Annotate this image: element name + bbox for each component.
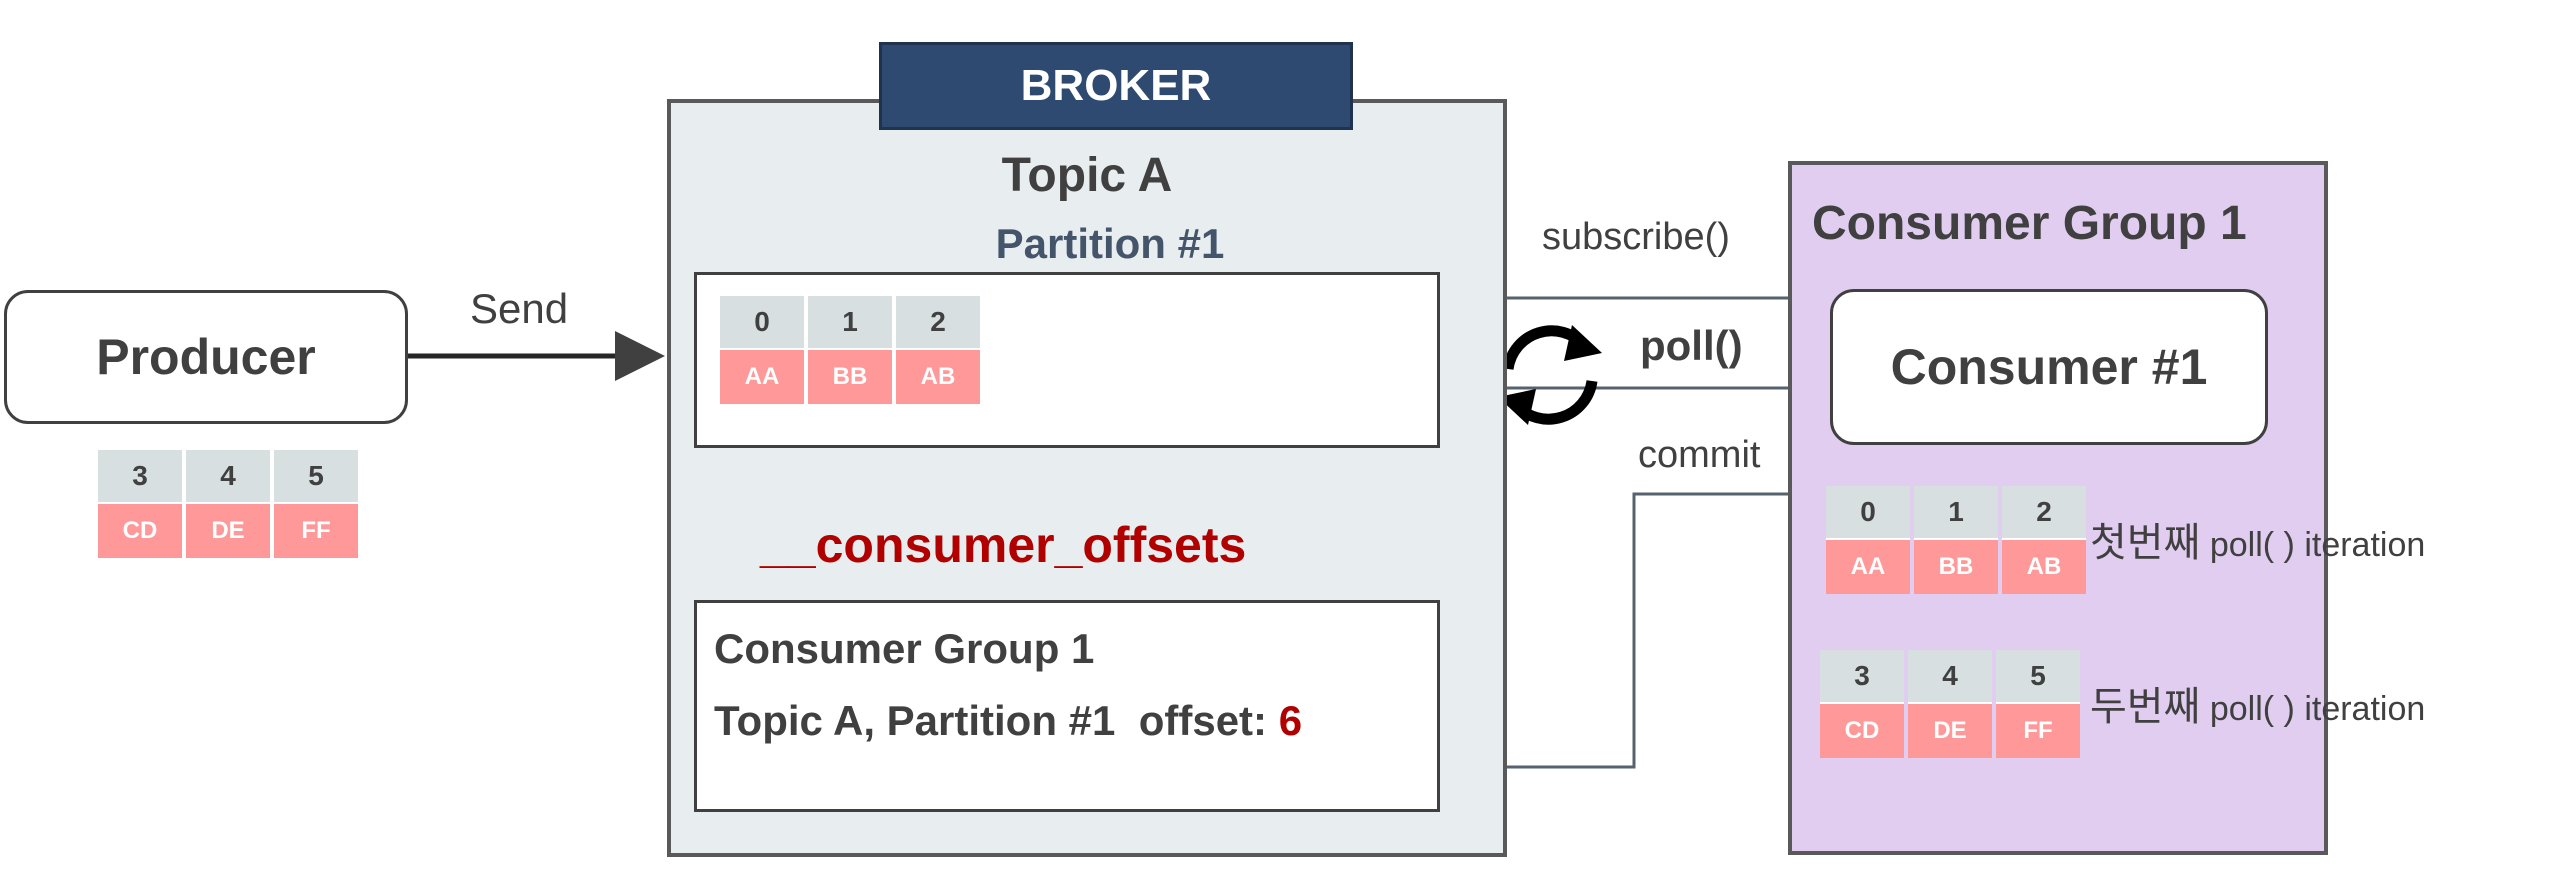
consumer-box: Consumer #1 — [1830, 289, 2268, 445]
message-block: 5 FF — [1996, 650, 2080, 758]
message-block: 0 AA — [720, 296, 804, 404]
message-value: AA — [1826, 538, 1910, 594]
subscribe-label: subscribe() — [1542, 216, 1730, 258]
message-block: 0 AA — [1826, 486, 1910, 594]
message-offset: 2 — [2002, 486, 2086, 538]
message-offset: 2 — [896, 296, 980, 348]
offsets-value: 6 — [1278, 697, 1303, 744]
topic-title: Topic A — [1001, 149, 1173, 202]
consumer-label: Consumer #1 — [1890, 339, 2208, 395]
commit-label: commit — [1638, 434, 1761, 476]
message-value: AB — [896, 348, 980, 404]
message-offset: 0 — [720, 296, 804, 348]
message-offset: 1 — [808, 296, 892, 348]
producer-box: Producer — [4, 290, 408, 424]
iteration-label-kr: 두번째 — [2090, 684, 2201, 730]
second-iteration-label: 두번째 poll( ) iteration — [2090, 674, 2425, 732]
broker-header: BROKER — [879, 42, 1353, 130]
second-poll-messages: 3 CD 4 DE 5 FF — [1820, 650, 2080, 758]
offsets-group-name: Consumer Group 1 — [714, 625, 1095, 672]
message-offset: 5 — [274, 450, 358, 502]
message-offset: 4 — [1908, 650, 1992, 702]
message-value: BB — [808, 348, 892, 404]
message-offset: 0 — [1826, 486, 1910, 538]
message-offset: 3 — [1820, 650, 1904, 702]
partition-message-log: 0 AA 1 BB 2 AB — [720, 296, 980, 404]
offsets-entry-label: Topic A, Partition #1 offset: — [714, 697, 1279, 744]
consumer-offsets-box — [694, 600, 1440, 812]
message-offset: 5 — [1996, 650, 2080, 702]
message-value: CD — [98, 502, 182, 558]
message-block: 2 AB — [896, 296, 980, 404]
first-iteration-label: 첫번째 poll( ) iteration — [2090, 510, 2425, 568]
commit-arrow — [1445, 492, 1800, 782]
message-offset: 3 — [98, 450, 182, 502]
offsets-entry: Topic A, Partition #1 offset: 6 — [714, 697, 1302, 745]
message-value: AA — [720, 348, 804, 404]
iteration-label-kr: 첫번째 — [2090, 520, 2201, 566]
message-block: 1 BB — [1914, 486, 1998, 594]
producer-label: Producer — [96, 329, 316, 385]
message-block: 3 CD — [1820, 650, 1904, 758]
broker-header-label: BROKER — [1020, 61, 1212, 110]
message-block: 1 BB — [808, 296, 892, 404]
message-block: 3 CD — [98, 450, 182, 558]
partition-title: Partition #1 — [995, 220, 1225, 267]
send-label: Send — [470, 285, 569, 332]
iteration-label-en: poll( ) iteration — [2200, 690, 2426, 728]
message-value: DE — [186, 502, 270, 558]
message-value: DE — [1908, 702, 1992, 758]
message-block: 4 DE — [186, 450, 270, 558]
message-block: 4 DE — [1908, 650, 1992, 758]
consumer-group-title: Consumer Group 1 — [1812, 197, 2247, 250]
consumer-offsets-title: __consumer_offsets — [760, 517, 1247, 573]
message-value: FF — [274, 502, 358, 558]
message-value: AB — [2002, 538, 2086, 594]
iteration-label-en: poll( ) iteration — [2200, 526, 2426, 564]
producer-message-queue: 3 CD 4 DE 5 FF — [98, 450, 358, 558]
message-value: CD — [1820, 702, 1904, 758]
first-poll-messages: 0 AA 1 BB 2 AB — [1826, 486, 2086, 594]
poll-label: poll() — [1640, 322, 1743, 369]
message-offset: 1 — [1914, 486, 1998, 538]
message-value: BB — [1914, 538, 1998, 594]
message-offset: 4 — [186, 450, 270, 502]
message-value: FF — [1996, 702, 2080, 758]
message-block: 2 AB — [2002, 486, 2086, 594]
refresh-cycle-icon — [1498, 325, 1602, 425]
message-block: 5 FF — [274, 450, 358, 558]
